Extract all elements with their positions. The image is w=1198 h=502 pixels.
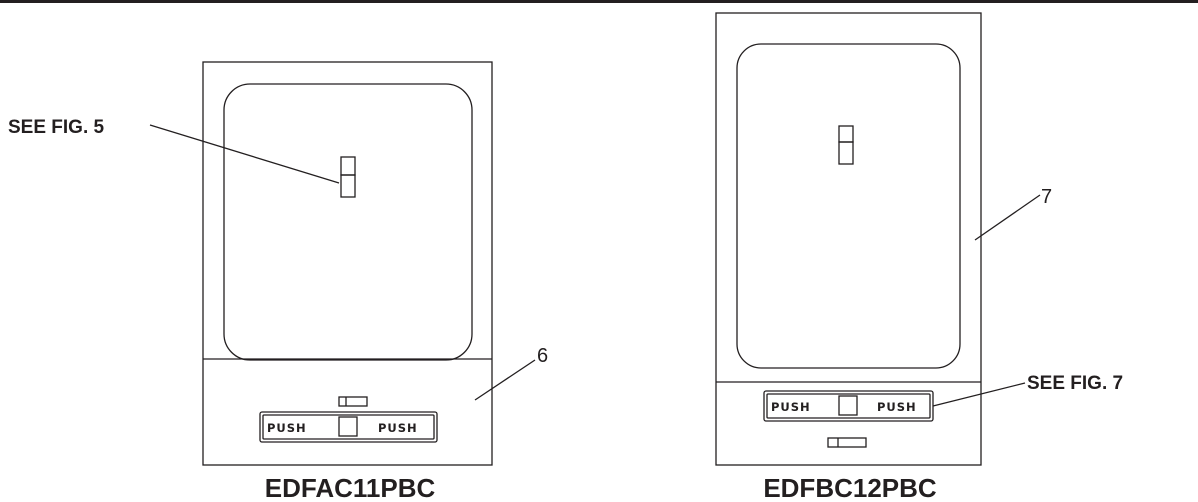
right-unit	[715, 12, 1041, 466]
left-push-panel-outer	[259, 411, 438, 443]
right-cabinet	[715, 12, 982, 466]
right-callout-num: 7	[1041, 186, 1052, 208]
right-push-left-label: PUSH	[771, 400, 811, 414]
right-slot	[827, 437, 867, 448]
left-push-left-label: PUSH	[267, 421, 307, 435]
right-latch-bottom	[838, 141, 854, 165]
left-push-button[interactable]	[338, 416, 358, 437]
right-latch-top	[838, 125, 854, 143]
left-push-right-label: PUSH	[378, 421, 418, 435]
right-push-panel-inner	[766, 393, 931, 419]
left-model-label: EDFAC11PBC	[265, 473, 436, 502]
right-door	[736, 43, 961, 369]
left-latch-top	[340, 156, 356, 176]
right-callout-ref: SEE FIG. 7	[1027, 373, 1123, 394]
right-leader-num	[974, 194, 1041, 241]
left-unit	[149, 61, 536, 466]
right-model-label: EDFBC12PBC	[763, 473, 937, 502]
left-latch-bottom	[340, 174, 356, 198]
right-push-right-label: PUSH	[877, 400, 917, 414]
left-door	[223, 83, 473, 361]
left-leader-fig	[149, 124, 340, 184]
left-push-panel-inner	[262, 414, 435, 440]
left-callout-ref: SEE FIG. 5	[8, 117, 105, 138]
top-rule	[0, 0, 1198, 3]
left-callout-num: 6	[537, 345, 548, 367]
right-push-button[interactable]	[838, 395, 858, 416]
right-leader-fig	[932, 382, 1026, 407]
left-cabinet	[202, 61, 493, 466]
left-slot	[338, 396, 368, 407]
left-leader-num	[474, 359, 536, 401]
